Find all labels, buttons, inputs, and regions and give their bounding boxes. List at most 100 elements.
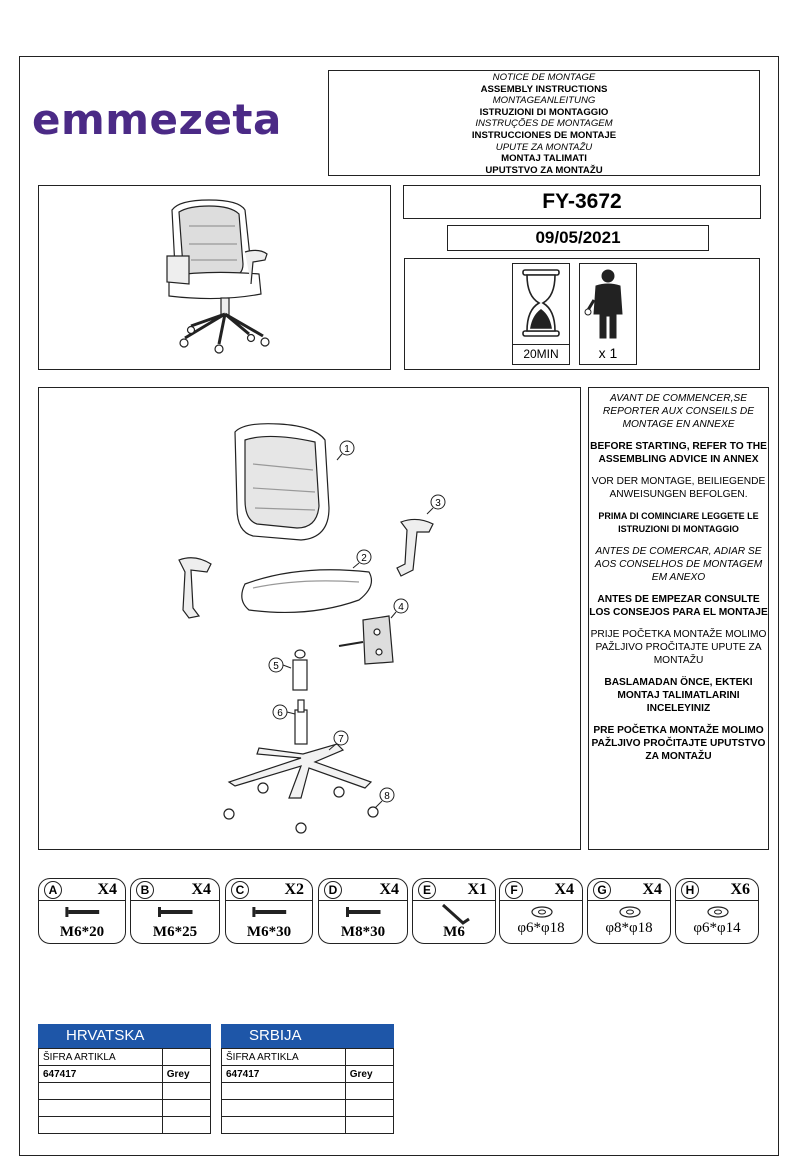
title-line: MONTAGEANLEITUNG (492, 95, 596, 107)
person-icon (584, 269, 623, 339)
empty-cell (344, 1116, 395, 1134)
article-code: 647417 (38, 1065, 163, 1083)
part-caster (223, 808, 235, 820)
title-line: ASSEMBLY INSTRUCTIONS (480, 83, 608, 95)
part-number: 1 (344, 444, 350, 455)
part-armrest-right (396, 518, 434, 577)
empty-cell (221, 1116, 346, 1134)
time-label: 20MIN (513, 344, 569, 361)
article-code: 647417 (221, 1065, 346, 1083)
empty-cell (161, 1099, 212, 1117)
bolt-icon (65, 907, 100, 917)
bolt-icon (158, 907, 193, 917)
hardware-quantity: X4 (554, 881, 574, 898)
hardware-letter: D (324, 881, 342, 899)
part-armrest-left (178, 557, 212, 619)
hardware-quantity: X6 (730, 881, 750, 898)
advice-paragraph: PRIJE POČETKA MONTAŽE MOLIMO PAŽLJIVO PR… (590, 629, 767, 666)
article-color: Grey (161, 1065, 212, 1083)
article-color: Grey (344, 1065, 395, 1083)
hardware-size: M6*30 (246, 924, 292, 940)
part-seat (241, 569, 372, 614)
advice-paragraph: PRIMA DI COMINCIARE LEGGETE LE ISTRUZION… (598, 511, 759, 534)
hardware-letter: F (505, 881, 523, 899)
hardware-letter: C (231, 881, 249, 899)
empty-cell (221, 1082, 346, 1100)
divider (413, 900, 495, 901)
assembled-chair-image (166, 199, 270, 354)
divider (226, 900, 312, 901)
time-persons-panel: 20MIN x 1 (404, 258, 760, 370)
title-line: NOTICE DE MONTAGE (492, 72, 596, 83)
part-number: 7 (338, 734, 344, 745)
allen-key-icon (441, 903, 470, 925)
part-gas-lift (294, 709, 308, 745)
divider (676, 900, 758, 901)
empty-cell (161, 1082, 212, 1100)
document-date: 09/05/2021 (447, 225, 709, 251)
advice-paragraph: PRE POČETKA MONTAŽE MOLIMO PAŽLJIVO PROČ… (591, 725, 766, 762)
hardware-size: M6 (443, 924, 465, 940)
page-frame (19, 56, 779, 1156)
advice-paragraph: ANTES DE COMERCAR, ADIAR SE AOS CONSELHO… (594, 546, 763, 583)
advice-panel: AVANT DE COMMENCER,SE REPORTER AUX CONSE… (588, 387, 769, 850)
empty-cell (344, 1082, 395, 1100)
hardware-letter: G (593, 881, 611, 899)
article-label: ŠIFRA ARTIKLA (38, 1048, 163, 1066)
hardware-quantity: X1 (467, 881, 487, 898)
title-line: INSTRUCCIONES DE MONTAJE (471, 129, 617, 141)
hardware-letter: A (44, 881, 62, 899)
part-number: 2 (361, 553, 367, 564)
persons-label: x 1 (598, 345, 618, 361)
divider (131, 900, 219, 901)
advice-paragraph: VOR DER MONTAGE, BEILIEGENDE ANWEISUNGEN… (591, 476, 766, 500)
exploded-chair-diagram: 1 2 3 4 5 6 7 8 (178, 423, 446, 834)
hardware-quantity: X2 (284, 881, 304, 898)
divider (588, 900, 670, 901)
empty-cell (38, 1099, 163, 1117)
washer-icon (531, 906, 553, 918)
advice-paragraph: ANTES DE EMPEZAR CONSULTE LOS CONSEJOS P… (589, 594, 768, 618)
hardware-item-f: F X4 φ6*φ18 (499, 878, 583, 944)
divider (39, 900, 125, 901)
part-base (227, 743, 373, 799)
hardware-size: M6*25 (152, 924, 198, 940)
empty-cell (344, 1099, 395, 1117)
table-country-header: HRVATSKA (38, 1024, 211, 1048)
part-number: 6 (277, 708, 283, 719)
hardware-size: M8*30 (340, 924, 386, 940)
table-country-header: SRBIJA (221, 1024, 394, 1048)
part-cylinder-cover (292, 659, 308, 691)
model-number: FY-3672 (403, 185, 761, 219)
divider (319, 900, 407, 901)
hardware-quantity: X4 (97, 881, 117, 898)
title-line: MONTAJ TALIMATI (501, 153, 587, 165)
persons-card: x 1 (579, 263, 637, 365)
washer-icon (619, 906, 641, 918)
article-label: ŠIFRA ARTIKLA (221, 1048, 346, 1066)
empty-cell (38, 1116, 163, 1134)
empty-cell (221, 1099, 346, 1117)
empty-cell (161, 1048, 212, 1066)
advice-paragraph: AVANT DE COMMENCER,SE REPORTER AUX CONSE… (602, 393, 755, 430)
bolt-icon (252, 907, 287, 917)
hardware-size: φ6*φ18 (517, 920, 565, 936)
part-number: 4 (398, 602, 404, 613)
time-card: 20MIN (512, 263, 570, 365)
part-mechanism (362, 615, 394, 665)
part-number: 3 (435, 498, 441, 509)
chair-overview-panel (38, 185, 391, 370)
hardware-size: M6*20 (59, 924, 105, 940)
hardware-letter: H (681, 881, 699, 899)
empty-cell (344, 1048, 395, 1066)
bolt-icon (346, 907, 381, 917)
exploded-view-panel: 1 2 3 4 5 6 7 8 (38, 387, 581, 850)
hardware-quantity: X4 (379, 881, 399, 898)
brand-logo: emmezeta (32, 95, 282, 144)
hourglass-icon (522, 269, 560, 337)
